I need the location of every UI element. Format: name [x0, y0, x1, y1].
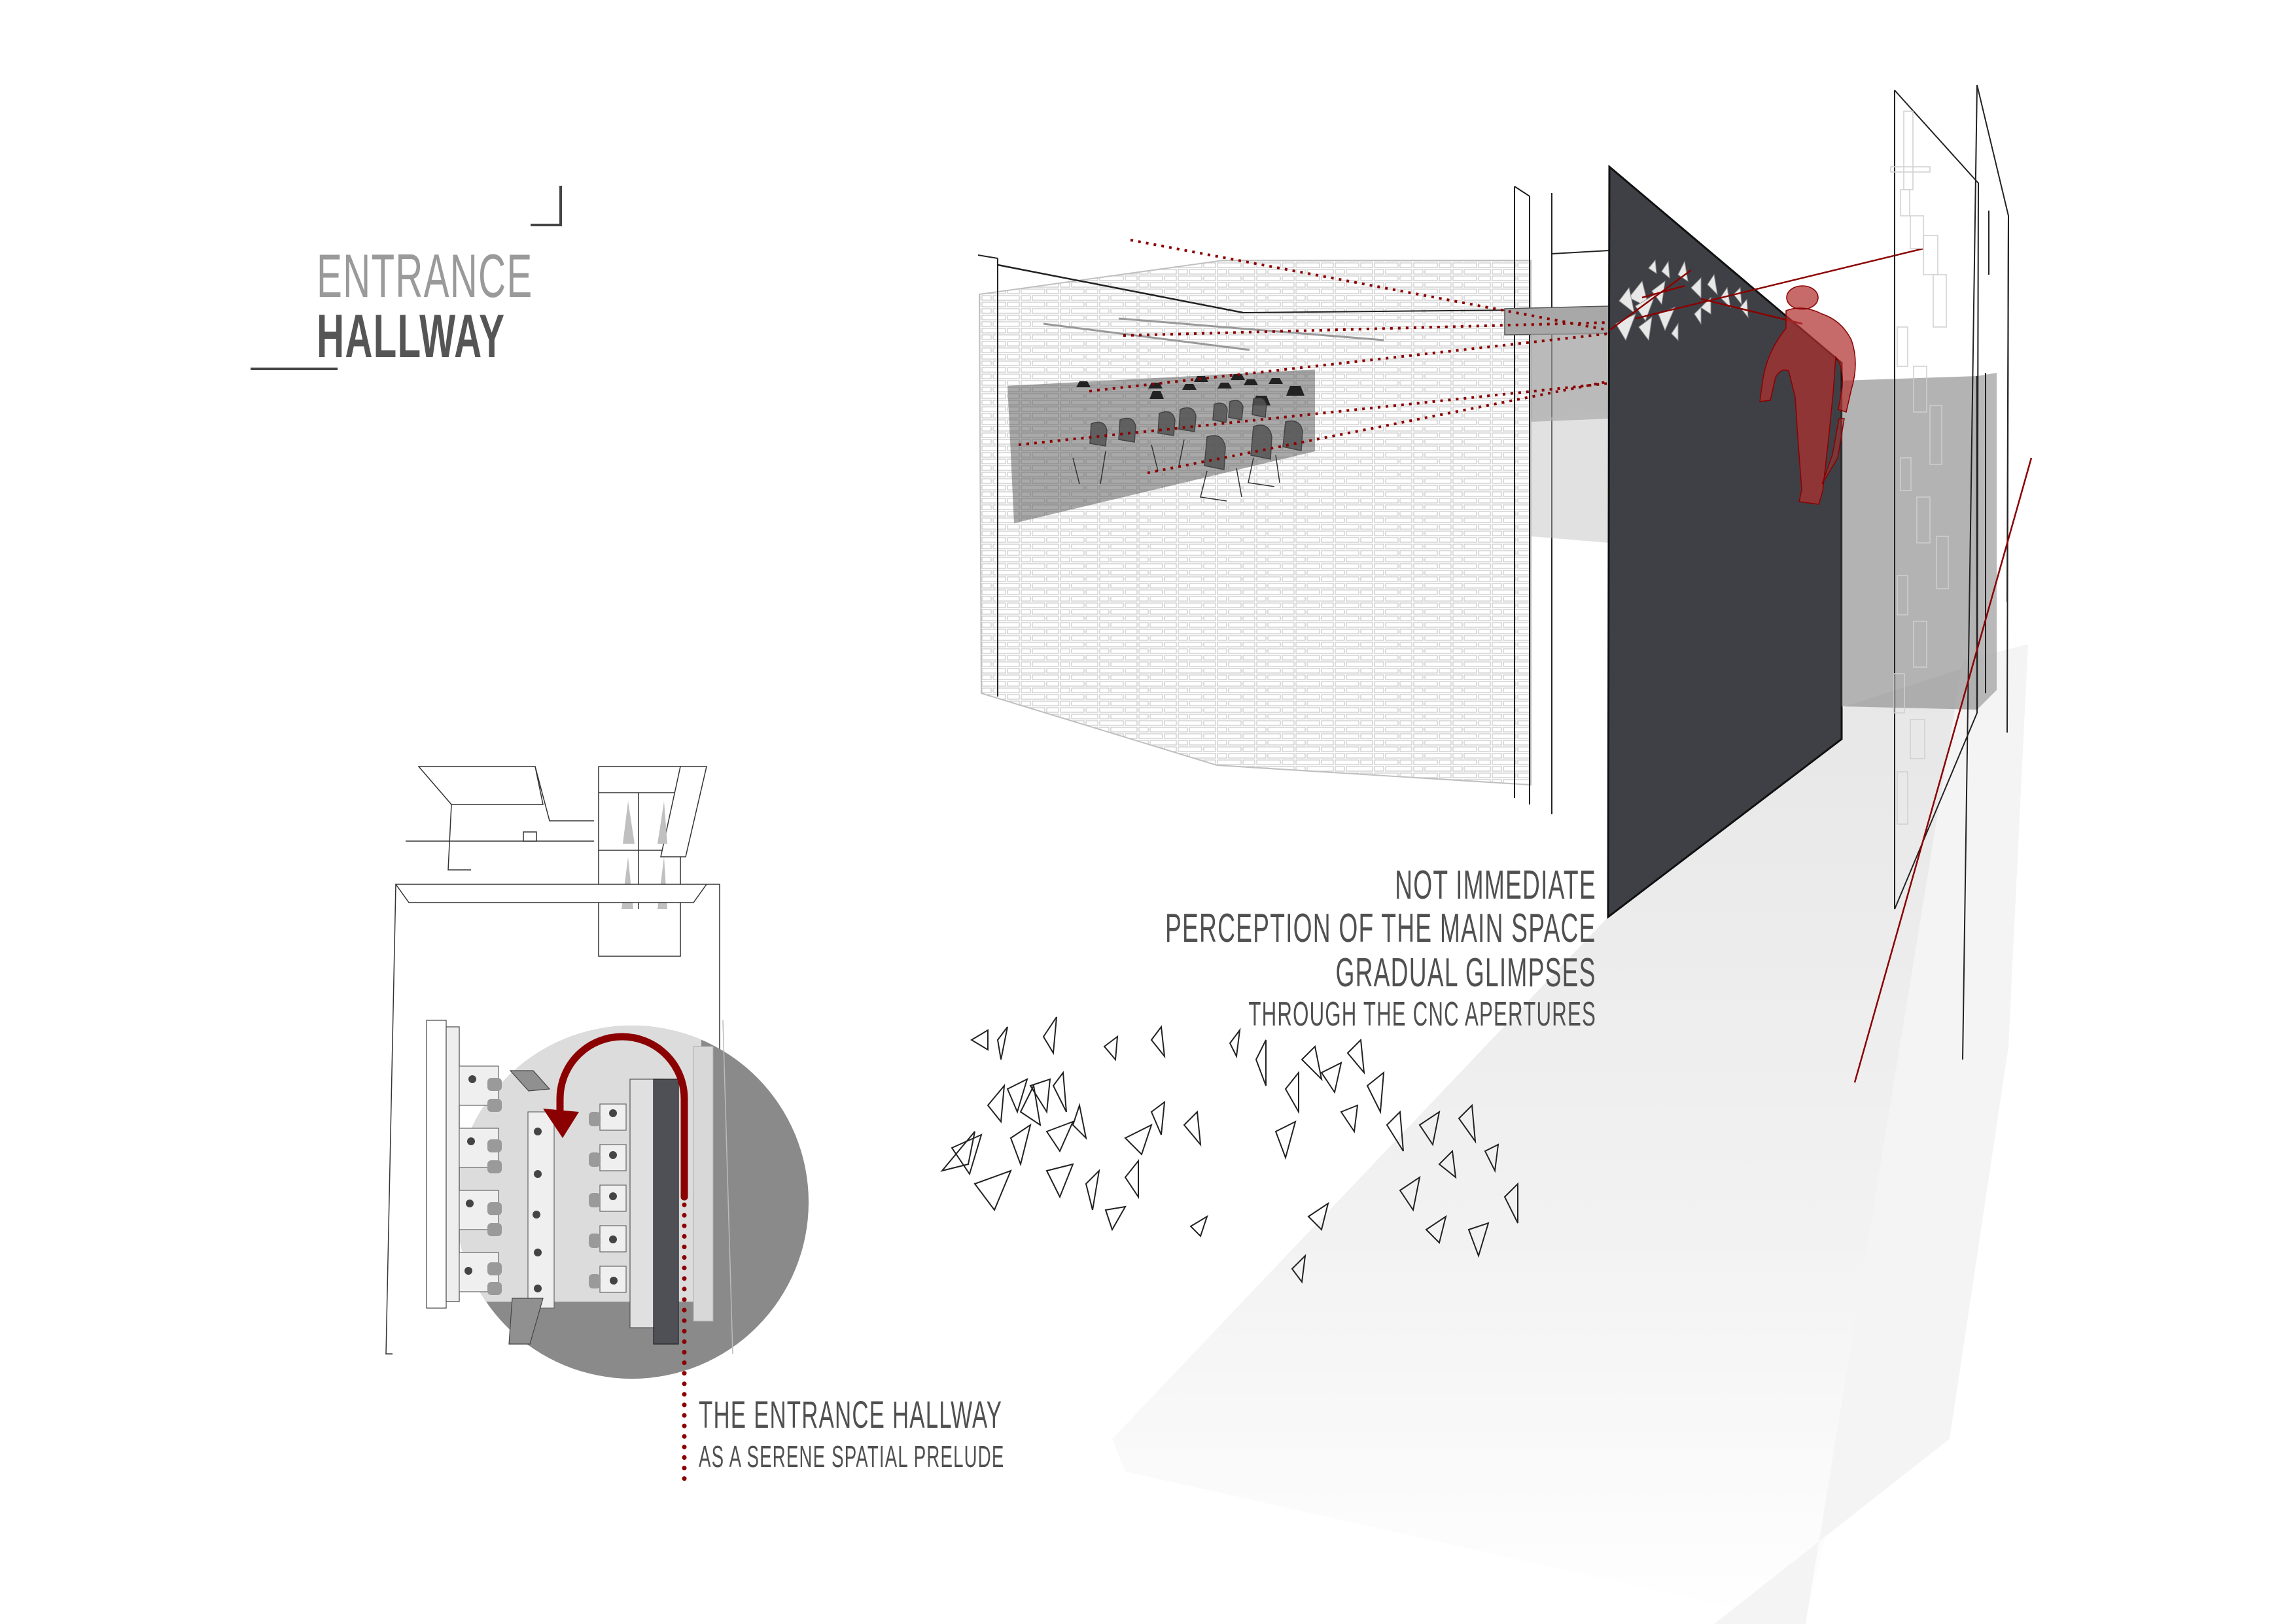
hallway-floor: [1112, 644, 2028, 1624]
title-line-entrance: ENTRANCE: [317, 241, 533, 310]
right-glass-walls: [1894, 84, 2010, 1060]
perspective-caption-line-1: NOT IMMEDIATE: [1395, 863, 1596, 908]
dining-room-perspective: [977, 186, 1610, 814]
title-underline: [251, 368, 338, 370]
sight-lines: [1018, 239, 1610, 474]
perspective-caption-line-3: GRADUAL GLIMPSES: [1335, 950, 1596, 995]
perspective-caption-line-4: THROUGH THE CNC APERTURES: [1248, 995, 1596, 1033]
hallway-end: [1842, 211, 1997, 710]
walking-figure: [1759, 285, 1856, 505]
axonometric-plan: [385, 766, 809, 1484]
title-line-hallway: HALLWAY: [317, 302, 506, 370]
perspective-caption-line-2: PERCEPTION OF THE MAIN SPACE: [1165, 906, 1596, 951]
circulation-arrow: [556, 1033, 688, 1201]
plan-caption-line-1: THE ENTRANCE HALLWAY: [699, 1394, 1003, 1436]
plan-caption-line-2: AS A SERENE SPATIAL PRELUDE: [699, 1440, 1005, 1474]
cnc-pattern-cluster: [940, 1016, 1518, 1284]
red-floor-edge-line: [1853, 457, 2033, 1083]
title-corner-bracket: [531, 186, 562, 226]
glass-wall-blocks: [1890, 111, 1949, 825]
